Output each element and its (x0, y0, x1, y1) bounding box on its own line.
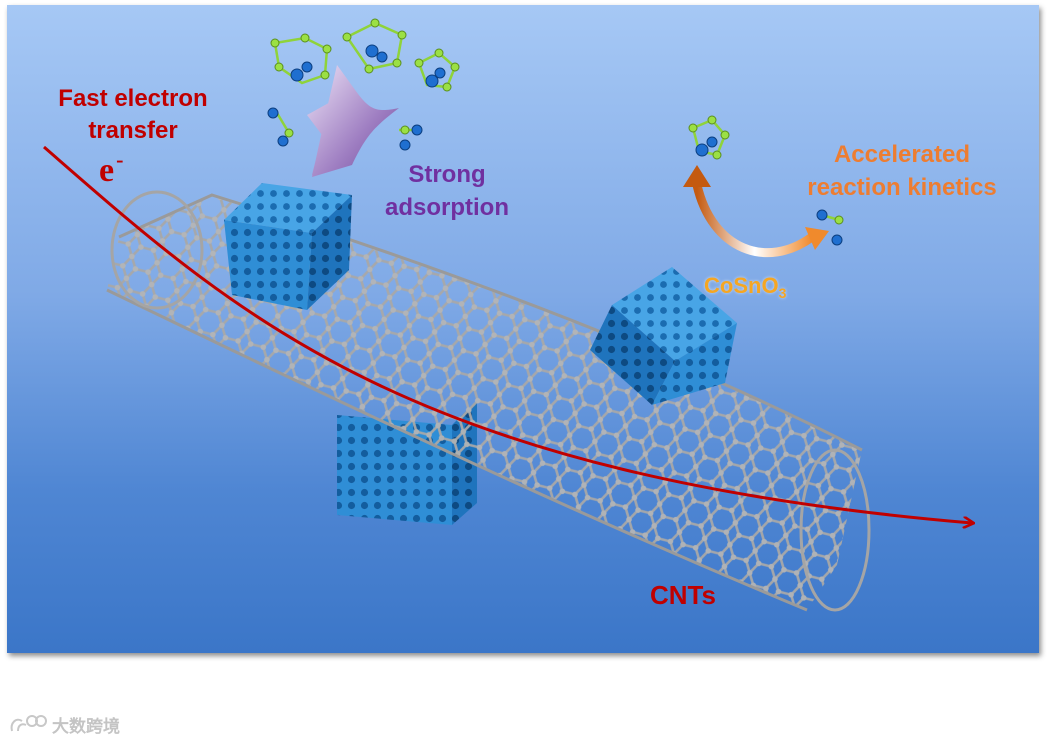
schematic-illustration (43, 18, 1039, 612)
cosno3-cube-right (590, 267, 737, 405)
cnt-label: CNTs (650, 580, 716, 610)
schematic-figure: Fast electron transfer e- Strong adsorpt… (7, 5, 1039, 653)
electron-symbol-label: e- (99, 147, 123, 190)
catalyst-subscript: 3 (778, 285, 787, 301)
sulfur-atoms (270, 18, 844, 225)
fast-electron-transfer-label: Fast electron transfer (58, 85, 208, 144)
watermark-logo-icon (10, 715, 47, 732)
electron-symbol: e (99, 152, 115, 189)
catalyst-formula: CoSnO (704, 273, 779, 298)
lithium-atoms (267, 44, 843, 246)
watermark-text: 大数跨境 (52, 716, 120, 736)
accelerated-kinetics-label: Accelerated reaction kinetics (807, 141, 997, 201)
catalyst-label: CoSnO3 (704, 273, 786, 301)
conversion-arrow-icon (683, 165, 829, 257)
electron-path-arrow-icon (43, 145, 972, 523)
strong-adsorption-label: Strong adsorption (385, 161, 509, 221)
watermark: 大数跨境 (8, 712, 120, 736)
cosno3-cube-left (224, 183, 352, 310)
electron-charge: - (116, 147, 124, 172)
adsorption-arrow-icon (307, 65, 399, 177)
